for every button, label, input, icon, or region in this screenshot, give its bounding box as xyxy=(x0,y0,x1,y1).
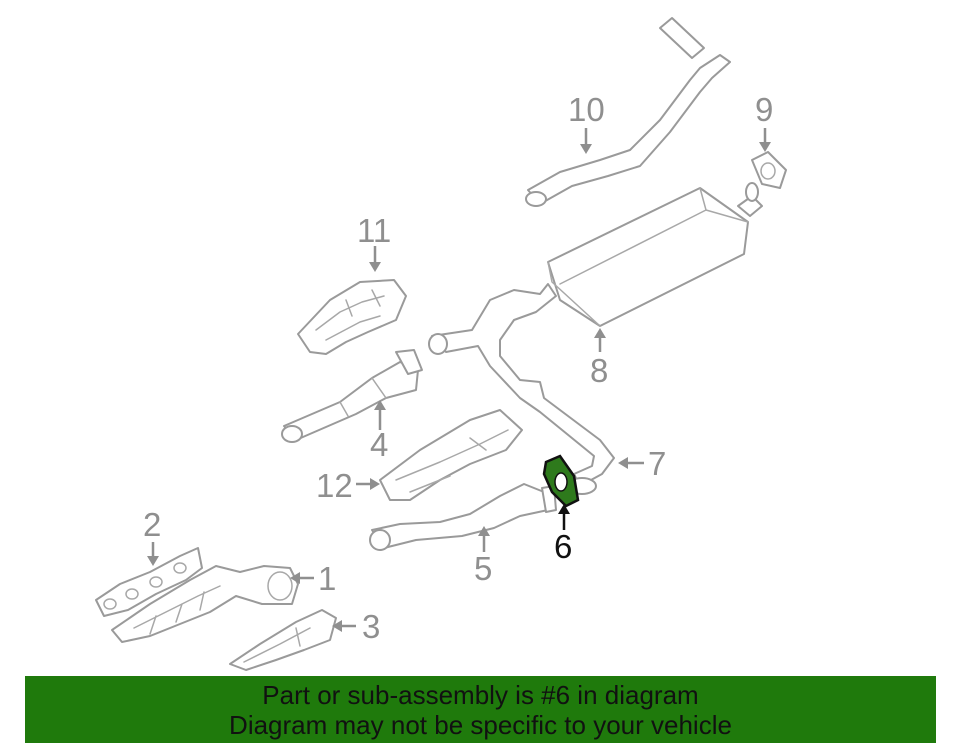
banner-line-1: Part or sub-assembly is #6 in diagram xyxy=(262,680,699,710)
callout-1: 1 xyxy=(318,560,336,597)
part-9-gasket xyxy=(751,151,787,189)
part-4-converter-pipe xyxy=(281,349,423,443)
info-banner: Part or sub-assembly is #6 in diagram Di… xyxy=(25,676,936,743)
callout-4: 4 xyxy=(370,426,388,463)
part-5-converter-pipe xyxy=(369,483,557,551)
part-2-manifold-gasket xyxy=(95,547,203,617)
callout-10: 10 xyxy=(568,91,605,128)
callout-5: 5 xyxy=(474,550,492,587)
part-8-muffler xyxy=(547,182,763,327)
callout-11: 11 xyxy=(357,212,391,249)
callout-12: 12 xyxy=(316,467,353,504)
part-1-exhaust-manifold xyxy=(111,565,299,643)
callout-7: 7 xyxy=(648,445,666,482)
callout-6: 6 xyxy=(554,528,572,565)
callout-leaders xyxy=(147,128,771,632)
callout-9: 9 xyxy=(755,91,773,128)
callout-labels: 10 9 11 8 4 7 12 6 5 2 1 3 xyxy=(143,91,773,645)
part-11-heat-shield xyxy=(297,279,407,355)
banner-line-2: Diagram may not be specific to your vehi… xyxy=(229,710,732,740)
part-10-tail-pipe xyxy=(525,17,731,207)
part-12-heat-shield xyxy=(379,409,523,501)
part-6-gasket xyxy=(542,454,580,508)
callout-2: 2 xyxy=(143,506,161,543)
callout-8: 8 xyxy=(590,352,608,389)
part-3-heat-shield xyxy=(229,609,337,671)
callout-3: 3 xyxy=(362,608,380,645)
